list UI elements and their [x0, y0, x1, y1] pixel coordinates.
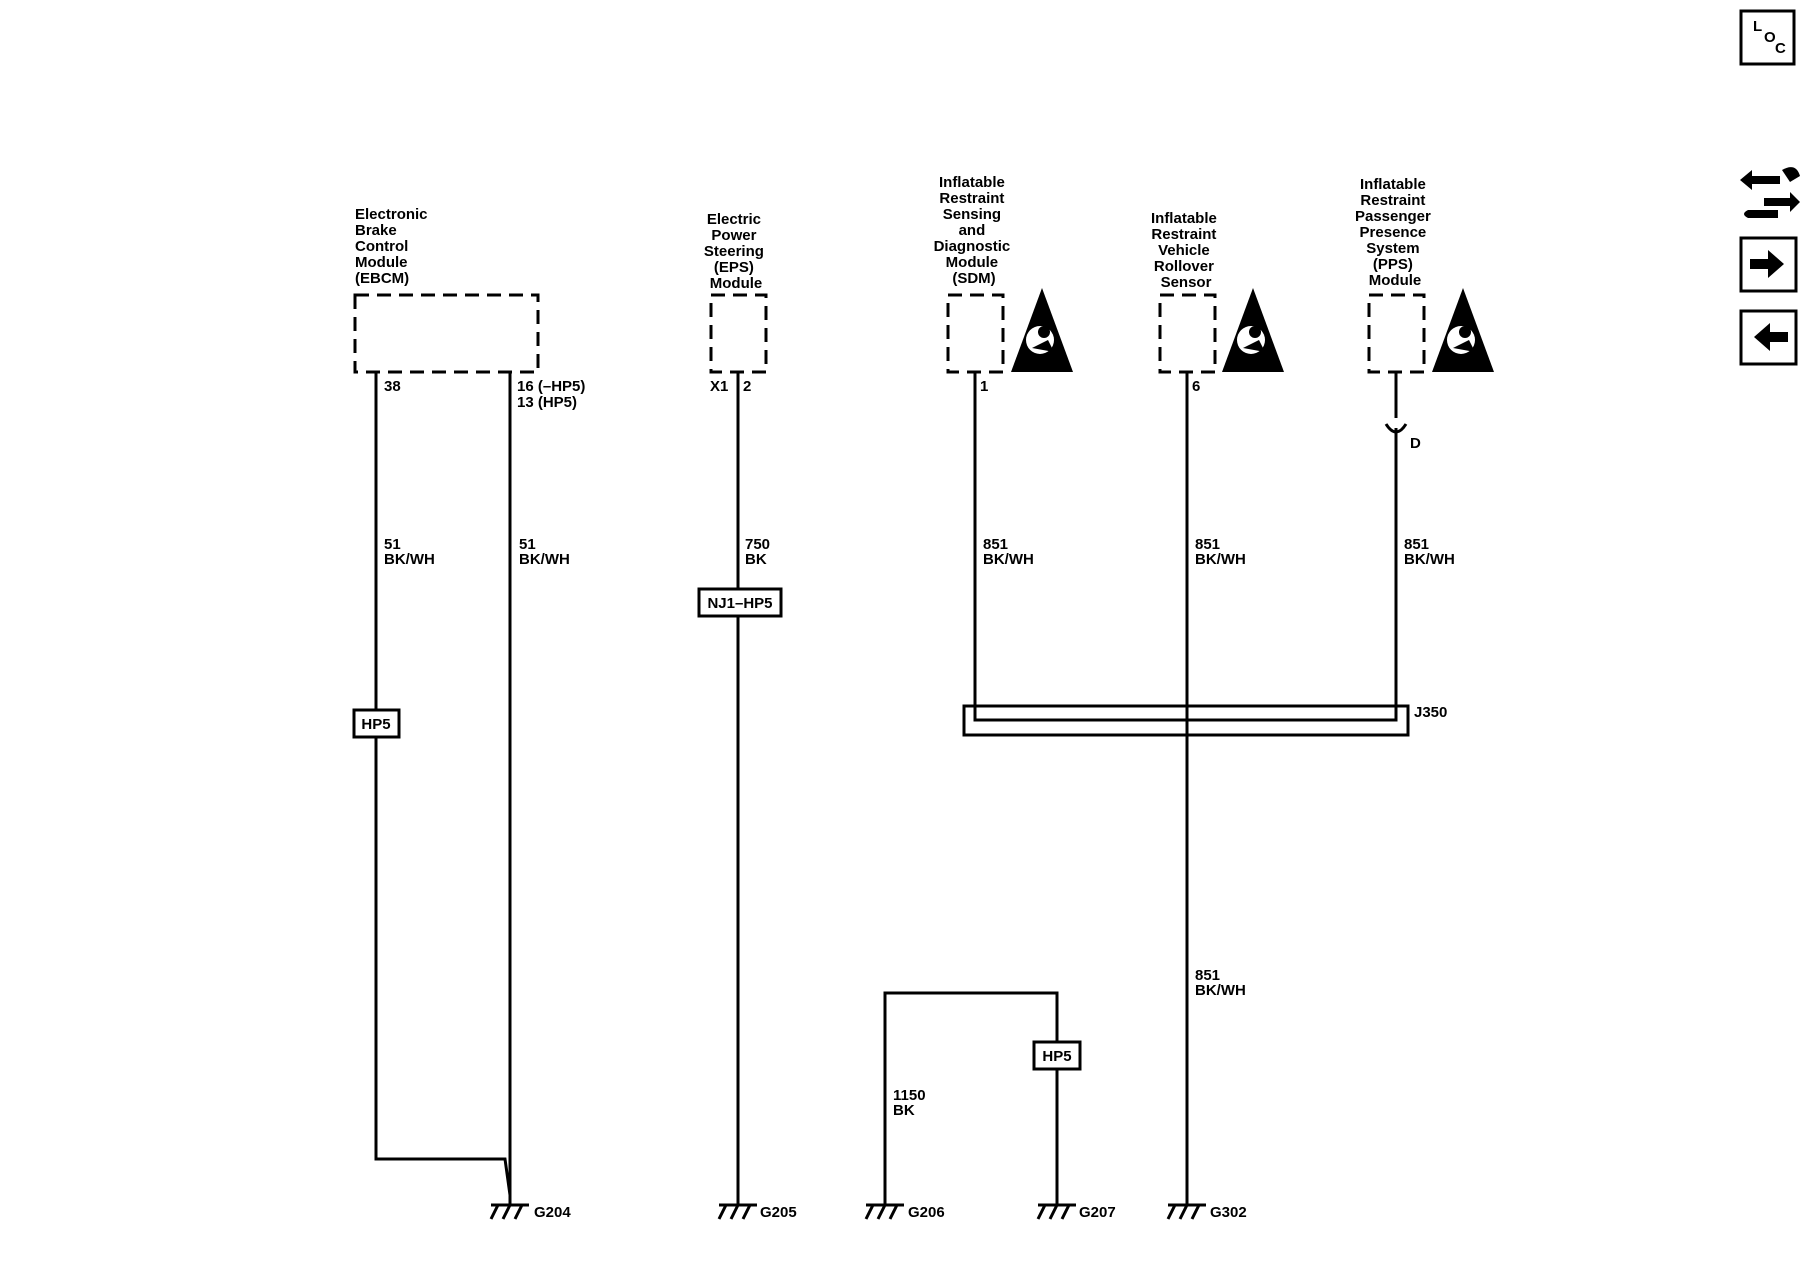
wire-label-rollover-lower: 851 BK/WH [1195, 967, 1246, 999]
ground-label-g206: G206 [908, 1204, 945, 1221]
eps-connector-label: X1 [710, 378, 728, 395]
ebcm-pin-right: 16 (–HP5) 13 (HP5) [517, 378, 590, 411]
airbag-warning-icon [1432, 288, 1494, 372]
ground-symbol-g206 [864, 1203, 904, 1220]
prev-button[interactable] [1739, 309, 1798, 366]
wire-label-g206: 1150 BK [893, 1087, 930, 1119]
sdm-module-box [946, 293, 1005, 374]
rollover-pin-label: 6 [1192, 378, 1200, 395]
ebcm-label: Electronic Brake Control Module (EBCM) [355, 206, 432, 287]
ground-label-g204: G204 [534, 1204, 571, 1221]
eps-module-box [709, 293, 768, 374]
rollover-label: Inflatable Restraint Vehicle Rollover Se… [1151, 210, 1221, 291]
svg-text:HP5: HP5 [361, 716, 390, 733]
option-tag-eps-nj1: NJ1–HP5 [697, 587, 783, 618]
ground-symbol-g302 [1166, 1203, 1206, 1220]
ground-label-g207: G207 [1079, 1204, 1116, 1221]
sdm-label: Inflatable Restraint Sensing and Diagnos… [934, 174, 1015, 287]
swap-wrench-icon[interactable] [1740, 167, 1800, 218]
airbag-warning-icon [1222, 288, 1284, 372]
loc-letter-c: C [1775, 40, 1786, 57]
loc-button[interactable]: L O C [1739, 9, 1796, 66]
svg-text:NJ1–HP5: NJ1–HP5 [707, 595, 772, 612]
svg-text:HP5: HP5 [1042, 1048, 1071, 1065]
wire-label-rollover: 851 BK/WH [1195, 536, 1246, 568]
next-button[interactable] [1739, 236, 1798, 293]
sdm-pin-label: 1 [980, 378, 988, 395]
wire-g206 [883, 991, 1059, 1205]
wire-ebcm-left [374, 372, 512, 1196]
option-tag-ebcm-hp5: HP5 [352, 708, 401, 739]
ebcm-module-box [353, 293, 540, 374]
pps-label: Inflatable Restraint Passenger Presence … [1355, 176, 1435, 289]
wire-label-eps: 750 BK [745, 536, 774, 568]
airbag-warning-icon [1011, 288, 1073, 372]
pps-inline-connector [1384, 423, 1408, 434]
ground-label-g205: G205 [760, 1204, 797, 1221]
ground-symbol-g207 [1036, 1203, 1076, 1220]
loc-letter-l: L [1753, 18, 1762, 35]
ebcm-pin-left: 38 [384, 378, 401, 395]
ground-symbol-g204 [489, 1203, 529, 1220]
loc-letter-o: O [1764, 29, 1776, 46]
wire-label-pps: 851 BK/WH [1404, 536, 1455, 568]
ground-symbol-g205 [717, 1203, 757, 1220]
wire-label-ebcm-left: 51 BK/WH [384, 536, 435, 568]
ground-label-g302: G302 [1210, 1204, 1247, 1221]
splice-j350-label: J350 [1414, 704, 1447, 721]
arrow-right-icon [1750, 250, 1784, 278]
eps-label: Electric Power Steering (EPS) Module [704, 211, 768, 292]
eps-pin-label: 2 [743, 378, 751, 395]
wire-label-ebcm-right: 51 BK/WH [519, 536, 570, 568]
option-tag-g207-hp5: HP5 [1032, 1040, 1082, 1071]
wire-label-sdm: 851 BK/WH [983, 536, 1034, 568]
splice-pack-j350 [962, 704, 1410, 737]
rollover-module-box [1158, 293, 1217, 374]
arrow-left-icon [1754, 323, 1788, 351]
pps-inline-connector-label: D [1410, 435, 1421, 452]
pps-module-box [1367, 293, 1426, 374]
